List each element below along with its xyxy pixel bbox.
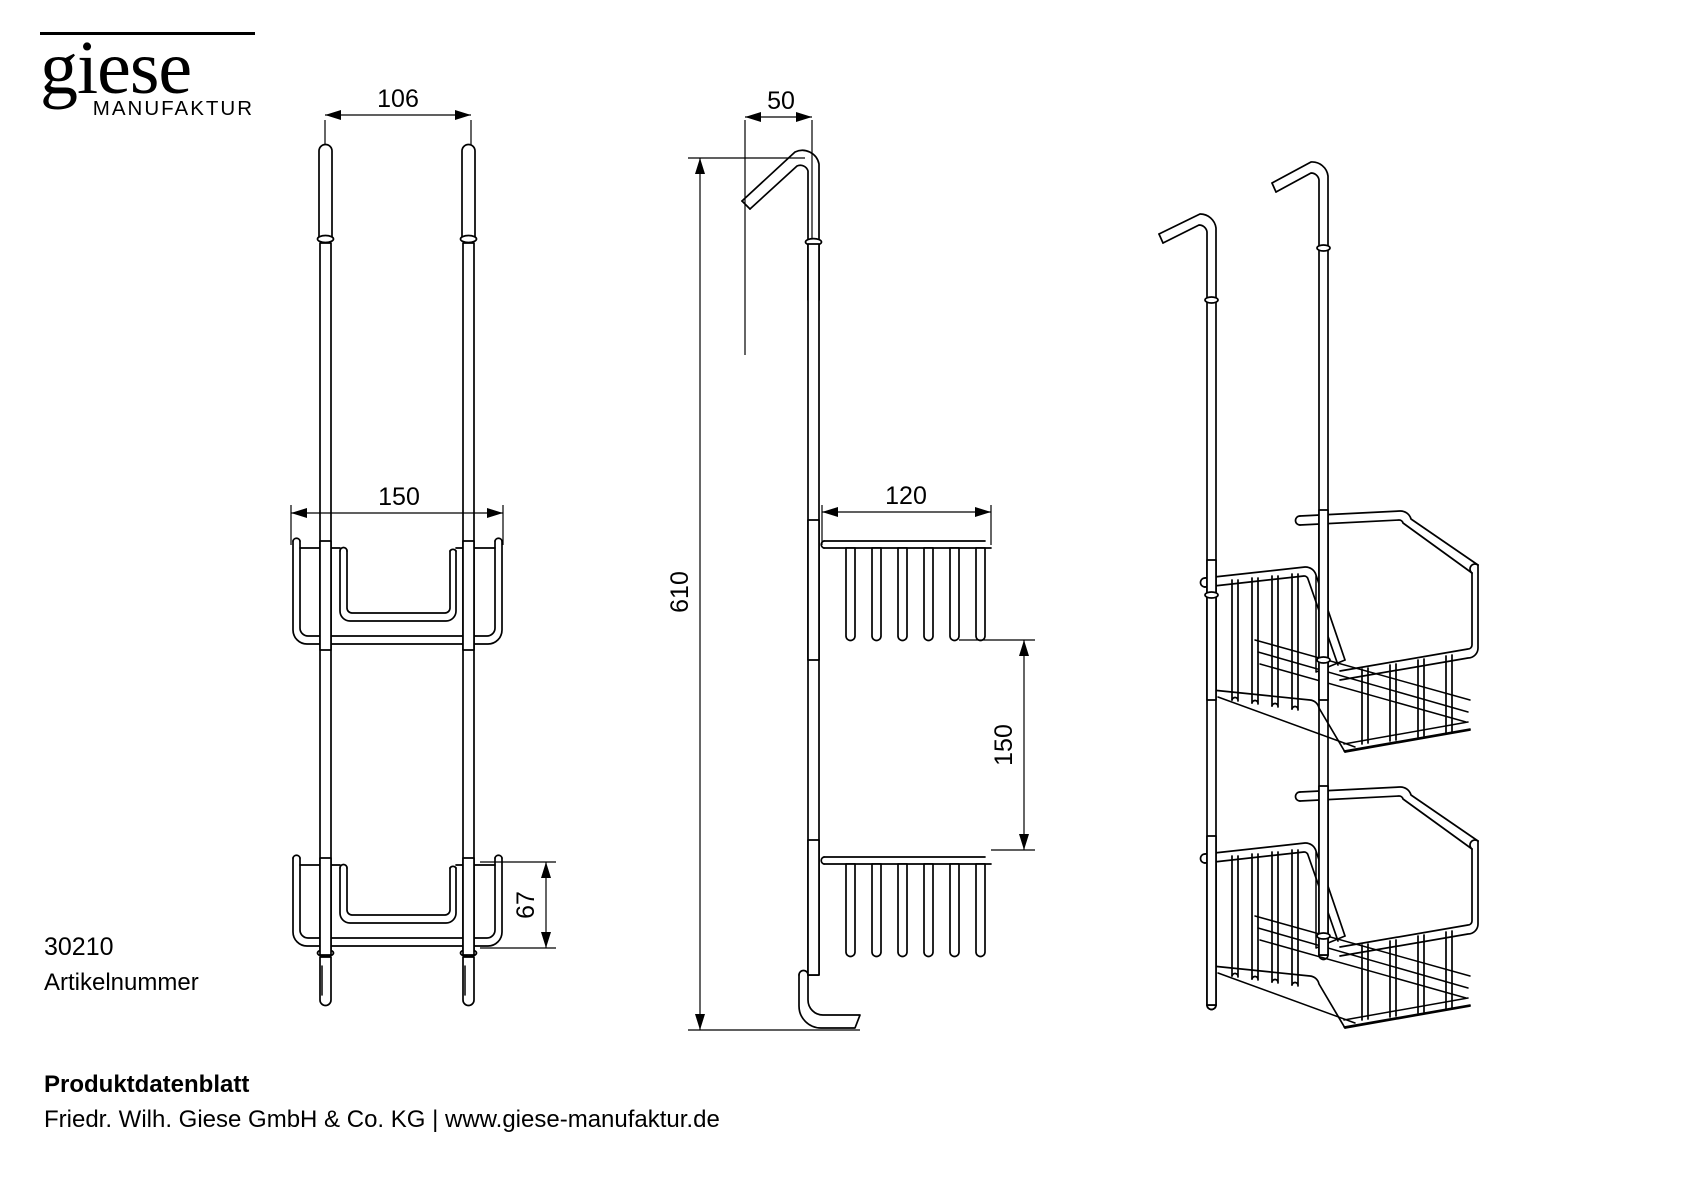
article-number: 30210 (44, 933, 114, 961)
iso-post-left-through-upper (1206, 559, 1217, 701)
basket-lower-side (820, 856, 992, 958)
iso-post-left-end (1206, 1004, 1217, 1011)
rail-right-upper (461, 143, 476, 241)
rail-left-upper (318, 143, 333, 241)
iso-hook-right (1271, 161, 1329, 249)
dim-arrow (822, 507, 838, 517)
dimension-label-106: 106 (377, 85, 419, 113)
dim-arrow (455, 110, 471, 120)
dimension-label-150-front: 150 (378, 483, 420, 511)
rail-left-through-upper (319, 540, 332, 651)
iso-bars-upper-front (1231, 573, 1299, 711)
side-bars-upper (845, 547, 986, 642)
dim-arrow (487, 508, 503, 518)
logo-rule (40, 32, 255, 35)
dimension-50 (744, 116, 813, 355)
side-view: 50 610 120 (666, 87, 1035, 1031)
company-line: Friedr. Wilh. Giese GmbH & Co. KG | www.… (44, 1105, 720, 1133)
basket-lower-front (292, 854, 503, 947)
iso-basket-upper (1199, 510, 1479, 753)
iso-post-right-through-lower (1318, 785, 1329, 956)
iso-bars-lower-front (1231, 849, 1299, 987)
dim-arrow (1019, 834, 1029, 850)
dim-arrow (1019, 640, 1029, 656)
dim-arrow (745, 112, 761, 122)
dim-arrow (541, 932, 551, 948)
dimension-150-side (959, 639, 1035, 851)
hook-top-side (741, 149, 820, 241)
dim-arrow (291, 508, 307, 518)
iso-post-right-band-upper (1316, 656, 1331, 664)
dim-arrow (695, 158, 705, 174)
side-rail-through-upper (807, 519, 820, 661)
iso-post-right-band-lower (1316, 932, 1331, 940)
rail-right-through-lower (462, 857, 475, 956)
brand-logo: giese MANUFAKTUR (40, 26, 255, 121)
dimension-label-120: 120 (885, 482, 927, 510)
logo-tagline: MANUFAKTUR (92, 96, 254, 120)
dimension-150-front (290, 505, 504, 545)
iso-floor-lower (1217, 915, 1471, 1028)
iso-post-left-joint (1204, 296, 1219, 304)
dimension-120 (821, 505, 992, 545)
dim-arrow (325, 110, 341, 120)
iso-post-right-end (1318, 954, 1329, 961)
iso-post-left-band-upper (1204, 591, 1219, 599)
iso-hook-left (1158, 213, 1217, 301)
rail-right-joint-upper (459, 234, 478, 244)
dimension-label-610: 610 (666, 571, 694, 613)
iso-bars-upper-right (1361, 654, 1453, 745)
iso-post-right-joint (1316, 244, 1331, 252)
article-number-label: Artikelnummer (44, 968, 199, 996)
rail-left-through-lower (319, 857, 332, 956)
iso-post-right-through-upper (1318, 509, 1329, 701)
hook-bottom-side (798, 969, 861, 1029)
rail-left-joint-upper (316, 234, 335, 244)
document-title: Produktdatenblatt (44, 1071, 250, 1098)
dimension-label-67: 67 (512, 891, 540, 919)
dimension-label-50: 50 (767, 87, 795, 115)
basket-upper-side (820, 540, 992, 642)
iso-post-left-through-lower (1206, 835, 1217, 1006)
dim-arrow (975, 507, 991, 517)
side-rail-through-lower (807, 839, 820, 976)
side-bars-lower (845, 863, 986, 958)
isometric-view (1158, 161, 1479, 1029)
iso-floor-upper (1217, 639, 1471, 752)
article-block: 30210 Artikelnummer (44, 930, 199, 1000)
iso-basket-lower (1199, 786, 1479, 1029)
rail-right-through-upper (462, 540, 475, 651)
dim-arrow (695, 1014, 705, 1030)
document-footer: Produktdatenblatt Friedr. Wilh. Giese Gm… (44, 1068, 720, 1138)
basket-upper-front (292, 537, 503, 645)
dim-arrow (796, 112, 812, 122)
dimension-610 (688, 157, 860, 1031)
front-view: 106 150 (290, 85, 556, 1007)
dimension-label-150-side: 150 (990, 724, 1018, 766)
dimension-106 (324, 114, 472, 150)
logo-wordmark: giese (40, 26, 192, 110)
dim-arrow (541, 862, 551, 878)
